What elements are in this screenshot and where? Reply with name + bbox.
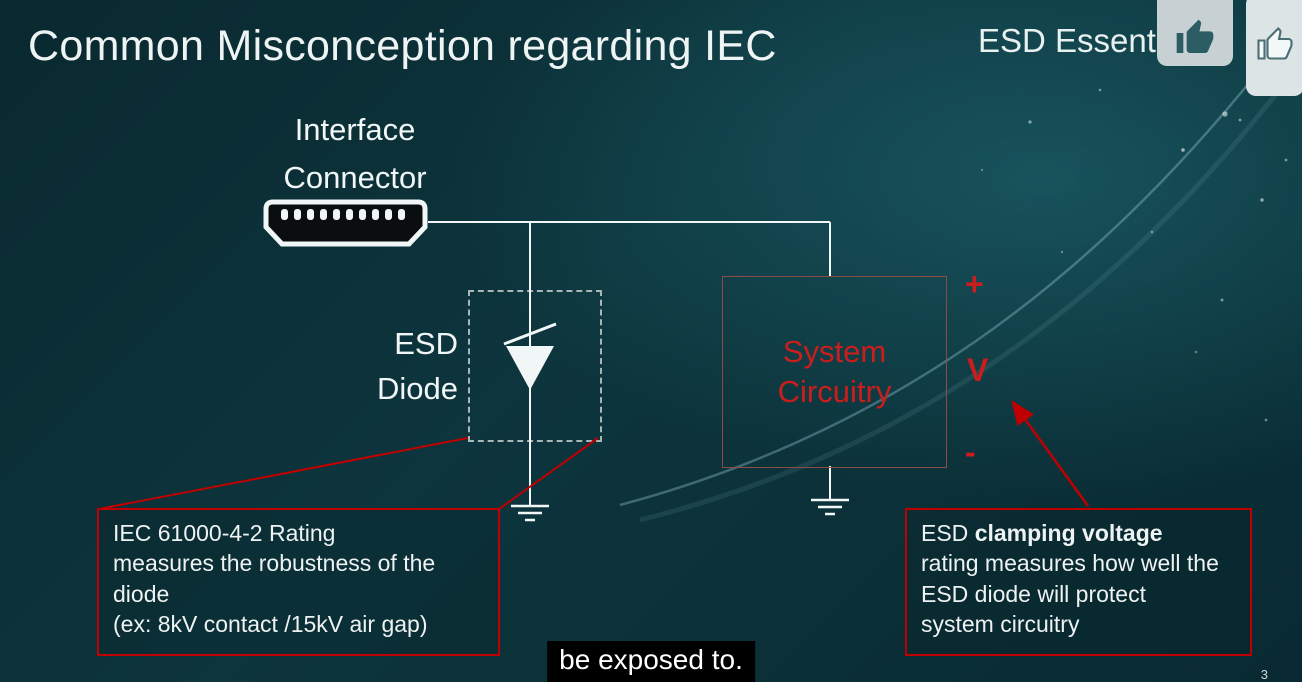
thumbs-up-button[interactable] bbox=[1157, 0, 1233, 66]
system-box-line2: Circuitry bbox=[777, 374, 892, 409]
connector-label-line1: Interface bbox=[294, 112, 416, 147]
iec-callout-line3: diode bbox=[113, 580, 170, 607]
clamping-callout-line2: rating measures how well the bbox=[921, 550, 1219, 577]
ground-icon bbox=[811, 498, 849, 516]
thumbs-up-icon bbox=[1176, 19, 1214, 54]
iec-callout-line2: measures the robustness of the bbox=[113, 550, 436, 577]
terminal-voltage: V bbox=[967, 352, 989, 388]
callout-lines bbox=[98, 437, 599, 510]
iec-callout-line1: IEC 61000-4-2 Rating bbox=[113, 520, 336, 546]
clamping-callout-line4: system circuitry bbox=[921, 611, 1080, 638]
thumbs-up-overlay-button[interactable] bbox=[1246, 0, 1302, 96]
hdmi-connector-icon bbox=[263, 199, 428, 247]
ground-icon bbox=[511, 504, 549, 522]
page-title: Common Misconception regarding IEC bbox=[28, 22, 777, 70]
clamping-voltage-arrow bbox=[1011, 399, 1090, 507]
iec-rating-callout: IEC 61000-4-2 Rating measures the robust… bbox=[97, 508, 500, 656]
esd-diode-label-line1: ESD bbox=[394, 326, 458, 361]
page-number: 3 bbox=[1260, 667, 1268, 682]
clamping-callout-line1: ESD clamping voltage bbox=[921, 518, 1236, 548]
iec-callout-line4: (ex: 8kV contact /15kV air gap) bbox=[113, 611, 428, 638]
system-box-line1: System bbox=[782, 334, 887, 369]
video-caption: be exposed to. bbox=[547, 641, 755, 682]
connector-label-line2: Connector bbox=[283, 160, 427, 196]
clamping-lead: ESD bbox=[921, 520, 975, 546]
esd-diode-label: ESD Diode bbox=[340, 322, 458, 412]
clamping-voltage-callout: ESD clamping voltage rating measures how… bbox=[905, 508, 1252, 656]
esd-diode-dashed-box bbox=[468, 290, 602, 442]
thumbs-up-outline-icon bbox=[1257, 27, 1293, 60]
system-circuitry-box: System Circuitry bbox=[722, 276, 947, 468]
terminal-minus: - bbox=[965, 434, 976, 470]
interface-connector-label: Interface Connector bbox=[255, 106, 455, 202]
terminal-plus: + bbox=[965, 266, 984, 302]
background-sparkles bbox=[980, 40, 1288, 422]
clamping-bold: clamping voltage bbox=[974, 520, 1163, 546]
esd-diode-label-line2: Diode bbox=[377, 370, 458, 406]
clamping-callout-line3: ESD diode will protect bbox=[921, 580, 1146, 607]
